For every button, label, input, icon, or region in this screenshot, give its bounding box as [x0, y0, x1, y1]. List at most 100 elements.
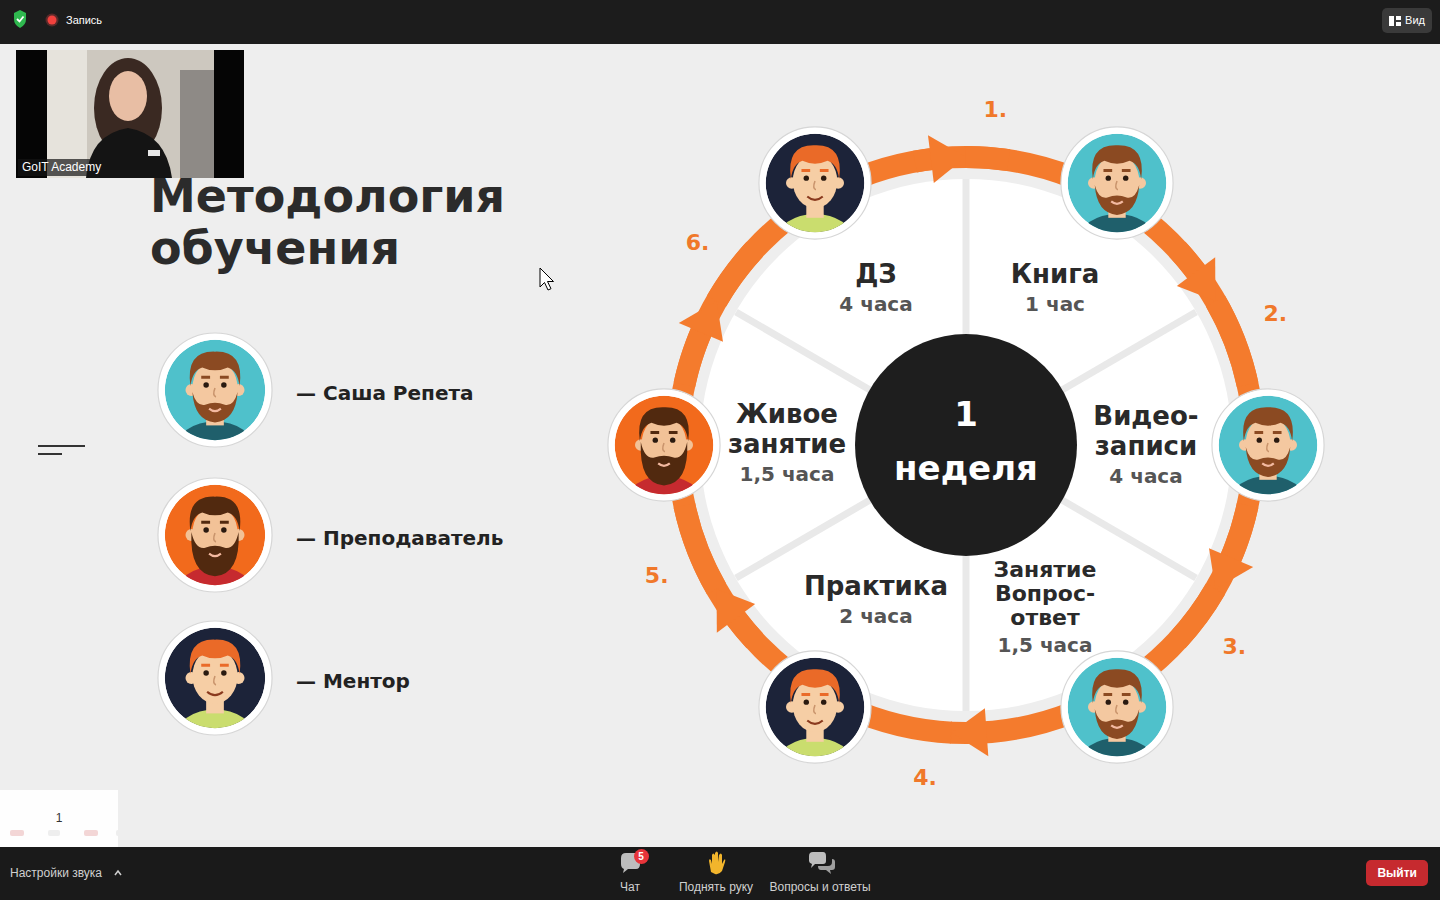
avatar-hair	[1243, 407, 1293, 441]
step-number: 2.	[1263, 301, 1287, 327]
legend-text: — Преподаватель	[296, 525, 503, 551]
week-circle: 1 неделя	[855, 334, 1077, 556]
cycle-arrow	[1177, 505, 1253, 640]
avatar-shirt	[1078, 214, 1155, 241]
avatar-eye	[221, 670, 227, 676]
ui-label: Вопросы и ответы	[769, 880, 870, 895]
avatar-eye	[221, 382, 227, 388]
tile-face	[109, 71, 147, 121]
panel-icon	[116, 830, 130, 836]
avatar-figure	[165, 340, 265, 449]
step-number-holder: 3.	[1223, 634, 1247, 660]
step-title: Книга	[1011, 259, 1100, 289]
label-holder: Запись	[66, 13, 102, 27]
avatar-hair	[790, 669, 840, 703]
ui-label: 1	[56, 811, 63, 826]
step-duration: 4 часа	[1086, 463, 1206, 489]
avatar-brows	[201, 664, 229, 667]
legend-item: — Ментор	[296, 668, 410, 694]
step-number-holder: 6.	[686, 230, 710, 256]
leave-button: Выйти	[1366, 860, 1428, 886]
step-duration: 4 часа	[839, 291, 912, 317]
cycle-arrow	[950, 708, 988, 756]
side-mark	[38, 445, 85, 447]
avatar-mouth	[807, 197, 822, 200]
avatar-shirt	[176, 709, 255, 737]
avatar-mouth	[807, 720, 822, 723]
wheel-divider	[1062, 312, 1196, 390]
qa-icon	[818, 859, 835, 874]
avatar-portrait	[1210, 387, 1326, 503]
view-button: Вид	[1382, 8, 1432, 33]
step-number: 5.	[645, 563, 669, 589]
wheel-divider	[736, 312, 870, 390]
cycle-step: Живое занятие1,5 часа	[604, 385, 852, 505]
panel-icon	[10, 830, 24, 836]
avatar-beard	[191, 532, 238, 576]
step-text: Живое занятие1,5 часа	[724, 399, 850, 487]
cycle-arrow	[679, 249, 755, 384]
avatar-eye	[653, 437, 658, 442]
cycle-step: Видео- записи4 часа	[1084, 385, 1328, 505]
avatar-shirt	[776, 737, 853, 764]
label-holder: Настройки звука	[10, 866, 102, 881]
avatar-mouth	[209, 554, 221, 556]
label-holder: Вопросы и ответы	[769, 880, 870, 895]
button-text: Вид	[1405, 8, 1425, 33]
arrow-band	[736, 618, 755, 640]
avatar-portrait	[757, 649, 873, 765]
mouse-cursor	[540, 268, 554, 290]
cycle-step: ДЗ4 часа	[755, 123, 915, 319]
avatar-ground	[165, 340, 265, 440]
tile-curtain	[180, 70, 214, 178]
tile-frame	[16, 50, 244, 178]
video-tile	[16, 50, 244, 178]
record-ring	[46, 14, 59, 27]
qa-icon	[809, 852, 826, 868]
avatar-eye	[1274, 437, 1279, 442]
step-text: Практика2 часа	[804, 571, 948, 629]
avatar-eye	[1106, 176, 1111, 181]
step-text: Видео- записи4 часа	[1086, 401, 1206, 489]
arrow-band	[684, 505, 716, 589]
avatar-nose	[1116, 705, 1118, 714]
panel-icon	[48, 830, 60, 836]
arrow-head	[717, 589, 756, 633]
avatar-nose	[214, 533, 216, 542]
avatar-ground	[615, 396, 714, 495]
label-holder: GoIT Academy	[18, 159, 105, 176]
avatar-nose	[814, 182, 816, 191]
avatar-brows	[1103, 693, 1130, 696]
step-number: 1.	[983, 97, 1007, 123]
avatar-shirt	[1229, 476, 1306, 503]
avatar-hair	[190, 497, 241, 531]
avatar-eye	[804, 699, 809, 704]
step-title: Практика	[804, 571, 948, 601]
avatar-figure	[1219, 396, 1318, 503]
wheel-divider	[963, 179, 970, 334]
avatar-eye	[203, 382, 209, 388]
step-title: Живое занятие	[724, 399, 850, 459]
avatar-ring	[608, 389, 720, 501]
cycle-step: Книга1 час	[1009, 123, 1177, 319]
ui-label: Поднять руку	[679, 880, 753, 895]
arrow-head	[951, 708, 988, 756]
avatar-eye	[1106, 699, 1111, 704]
wheel-divider	[963, 556, 970, 711]
legend-item: — Преподаватель	[296, 525, 503, 551]
step-duration: 1,5 часа	[989, 632, 1101, 658]
unread-badge: 5	[634, 849, 649, 864]
cycle-step: Практика2 часа	[755, 569, 950, 767]
avatar-brows	[650, 431, 677, 434]
avatar-nose	[214, 676, 216, 685]
avatar-shirt	[776, 214, 853, 241]
cycle-arrow	[915, 135, 1009, 183]
step-number: 4.	[913, 765, 937, 791]
avatar-eye	[221, 527, 227, 533]
cycle-ring	[678, 157, 1254, 733]
avatar-beard	[641, 442, 688, 486]
avatar-portrait	[1059, 125, 1175, 241]
avatar-ground	[1219, 396, 1318, 495]
cycle-arrow	[684, 505, 755, 640]
avatar-figure	[766, 657, 865, 764]
